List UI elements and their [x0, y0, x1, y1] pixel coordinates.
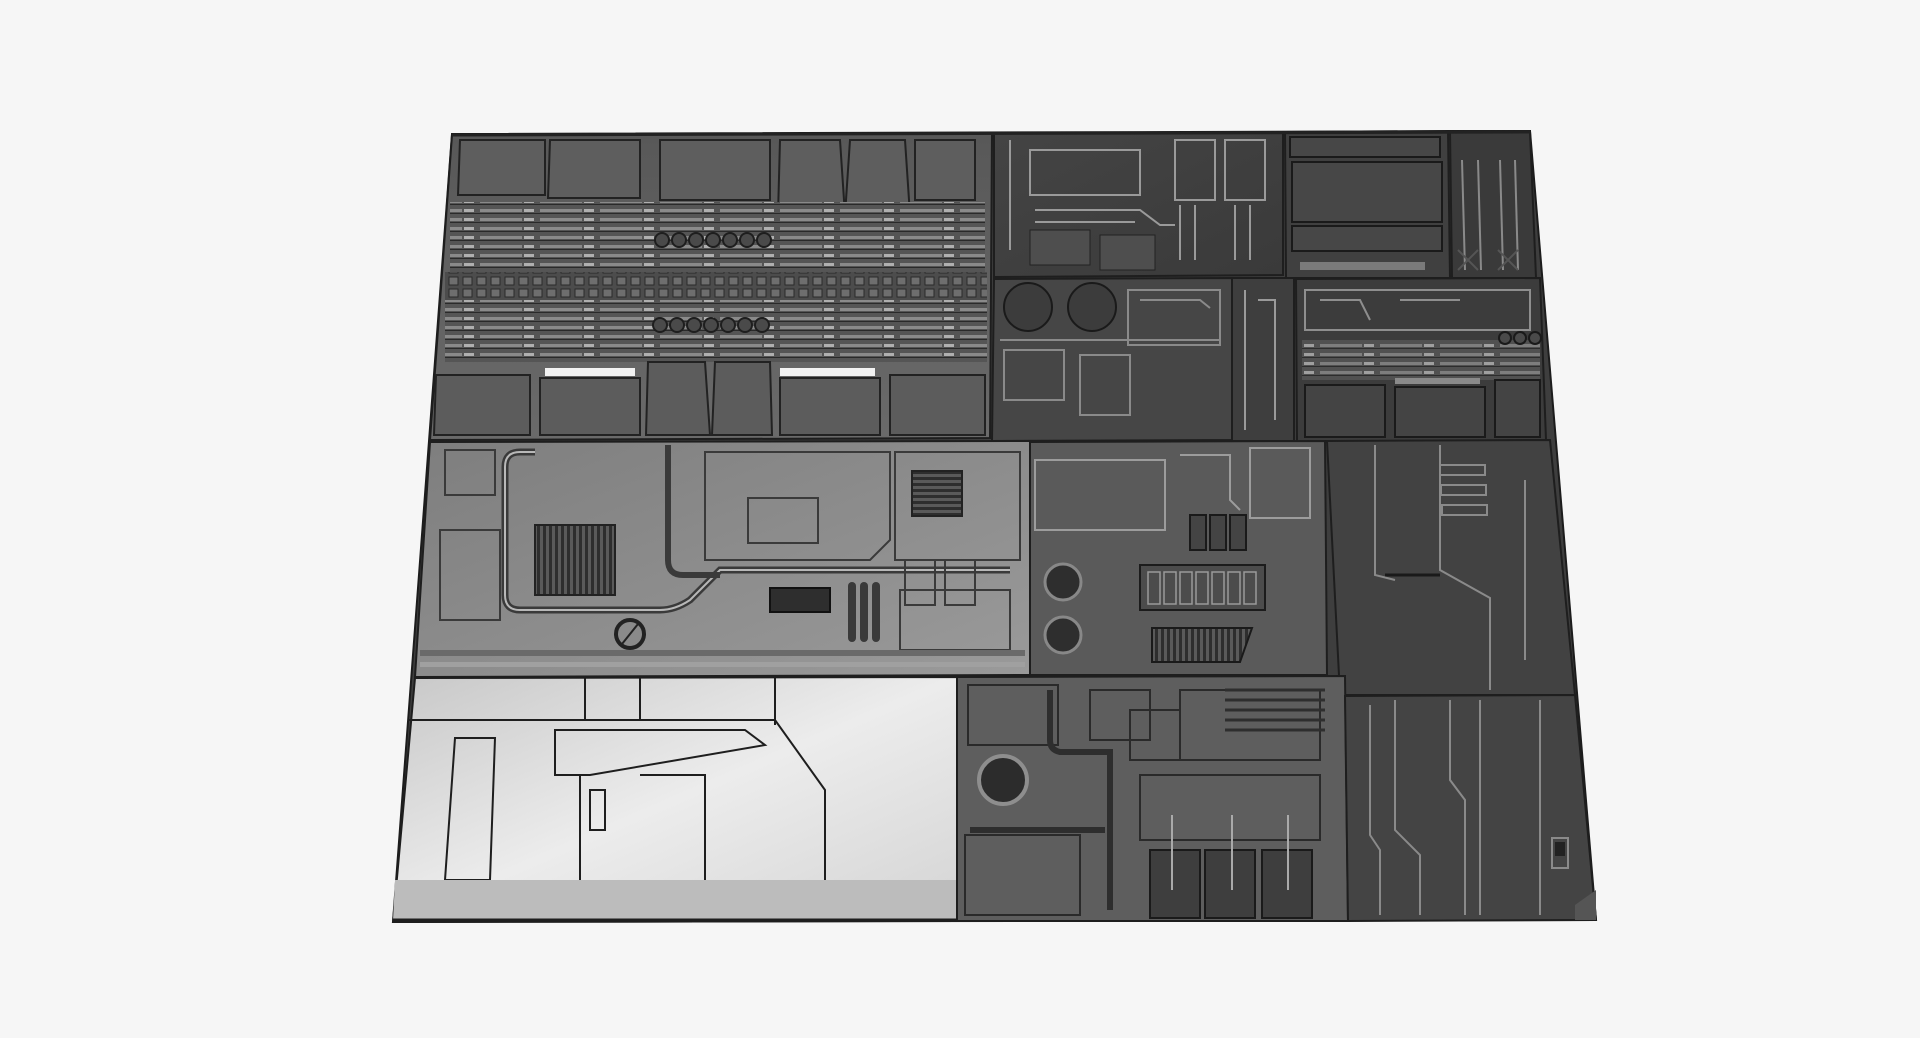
region-top-middle-circuit: [993, 130, 1284, 279]
region-top-right-box-panel: [1283, 129, 1452, 279]
region-bottom-right-plates: [1343, 693, 1598, 923]
region-middle-right-rail-panel: [1294, 276, 1548, 444]
region-top-left-pipe-bands: [428, 131, 994, 442]
region-top-far-right-cables: [1448, 130, 1538, 279]
region-center-left-pipework: [413, 439, 1031, 679]
region-center-vent-panel: [1029, 439, 1329, 676]
region-bottom-middle-machinery: [956, 674, 1350, 922]
region-middle-hatch-panel: [990, 276, 1295, 443]
region-right-tall-plates: [1325, 438, 1577, 696]
region-bottom-left-white-plates: [391, 675, 958, 924]
